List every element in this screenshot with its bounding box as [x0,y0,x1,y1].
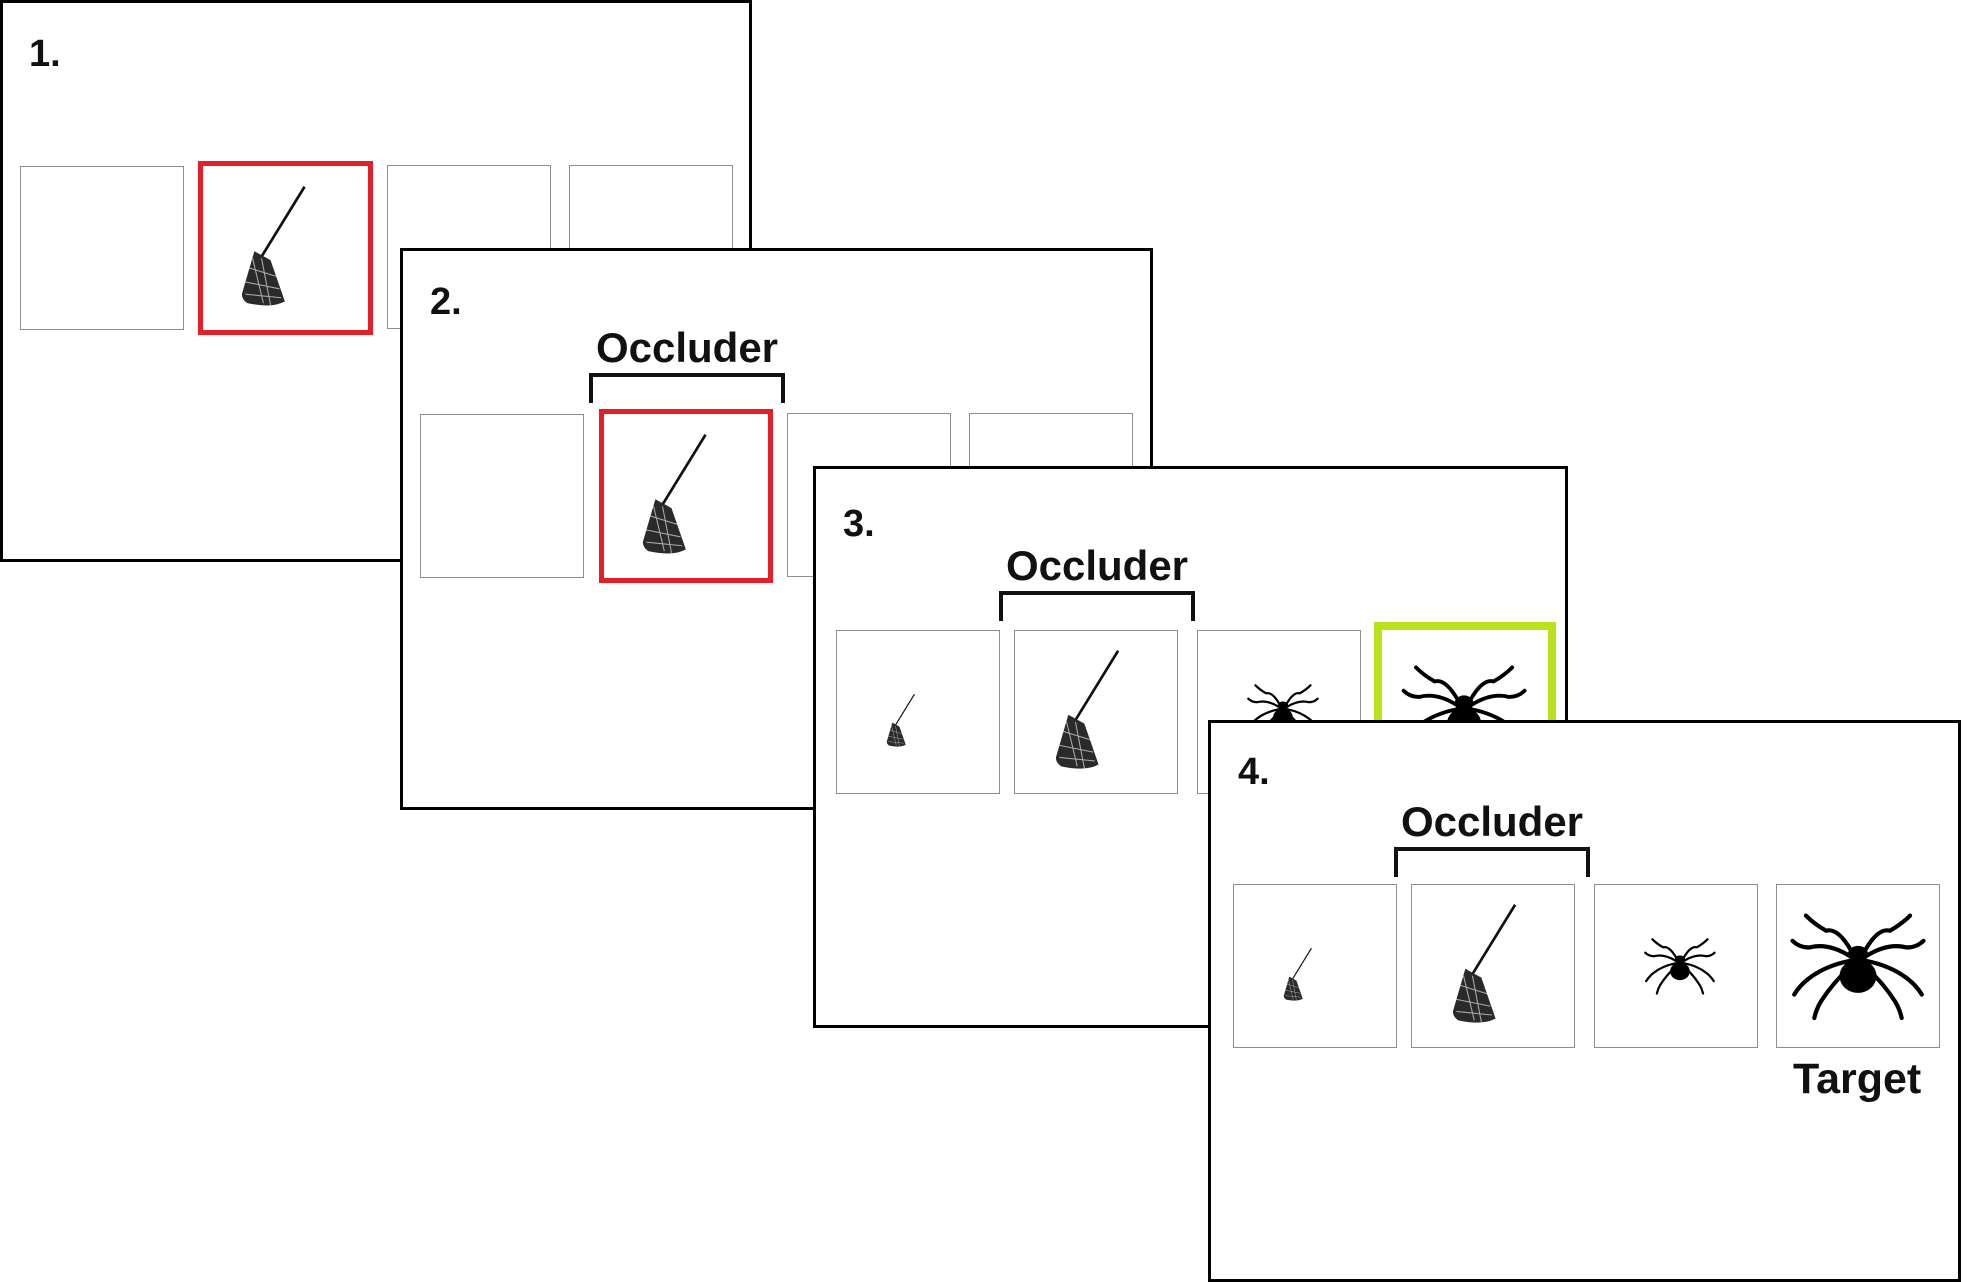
occluder-bracket [589,373,785,403]
panel-label: 1. [29,33,61,75]
occluder-bracket [1394,847,1590,877]
broom-icon [886,693,916,748]
spider-icon [1777,885,1939,1047]
broom-icon [1054,649,1120,770]
occluder-label: Occluder [1400,798,1584,845]
occluder-label: Occluder [1005,542,1189,589]
broom-icon [240,185,306,307]
panel-label: 3. [843,503,875,545]
cell-1 [836,630,1000,794]
cell-2 [1014,630,1178,794]
cell-4-target [1776,884,1940,1048]
panel-label: 4. [1238,751,1270,793]
target-label: Target [1793,1055,1922,1103]
cell-1 [20,166,184,330]
cell-3 [1594,884,1758,1048]
occluder-marker: Occluder [997,543,1197,621]
cell-2-highlighted [599,409,773,583]
cell-2-highlighted [198,161,373,335]
cell-1 [420,414,584,578]
occluder-marker: Occluder [1392,799,1592,877]
occluder-bracket [999,591,1195,621]
broom-icon [1283,947,1313,1002]
occluder-marker: Occluder [587,325,787,403]
broom-icon [1451,903,1517,1024]
spider-icon [1644,938,1716,995]
cell-1 [1233,884,1397,1048]
broom-icon [641,433,707,555]
panel-label: 2. [430,281,462,323]
occluder-label: Occluder [595,324,779,371]
panel-4: 4. Occluder Target [1208,720,1961,1282]
cell-2 [1411,884,1575,1048]
